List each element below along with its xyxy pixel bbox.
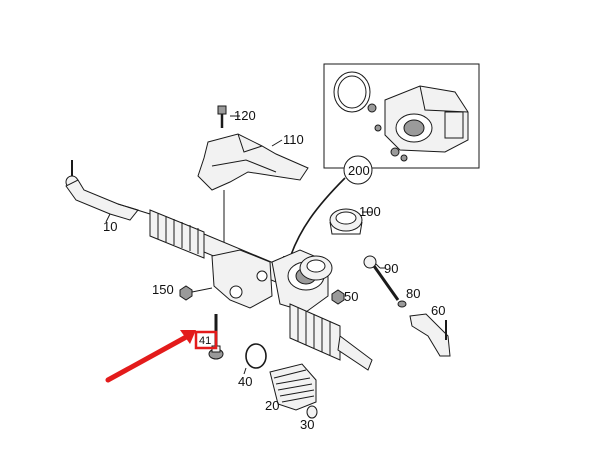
tie-rod-end-left-10 — [65, 160, 151, 223]
callout-10: 10 — [103, 219, 117, 234]
clamp-40 — [243, 343, 267, 375]
nut-50 — [331, 289, 345, 305]
screw-icon — [367, 103, 377, 113]
clamp-30 — [306, 405, 318, 419]
inset-motor-box — [323, 63, 480, 169]
highlight-41 — [105, 330, 218, 383]
seal-100 — [329, 208, 372, 235]
tie-rod-end-right-60 — [409, 313, 451, 357]
callout-60: 60 — [431, 303, 445, 318]
callout-50: 50 — [344, 289, 358, 304]
callout-80: 80 — [406, 286, 420, 301]
callout-150: 150 — [152, 282, 174, 297]
callout-110: 110 — [283, 132, 304, 147]
heat-shield-110 — [197, 133, 309, 248]
callout-100: 100 — [359, 204, 381, 219]
callout-120: 120 — [234, 108, 256, 123]
tie-rod-90 — [363, 255, 400, 301]
nut-150 — [179, 285, 213, 301]
callout-200: 200 — [348, 163, 370, 178]
nut-80 — [397, 300, 407, 308]
bolt-120 — [217, 105, 240, 128]
bearing-assembly — [299, 255, 333, 281]
callout-40: 40 — [238, 374, 252, 389]
callout-20: 20 — [265, 398, 279, 413]
boot-20 — [269, 363, 317, 411]
callout-30: 30 — [300, 417, 314, 432]
callout-41: 41 — [199, 335, 211, 347]
callout-90: 90 — [384, 261, 398, 276]
